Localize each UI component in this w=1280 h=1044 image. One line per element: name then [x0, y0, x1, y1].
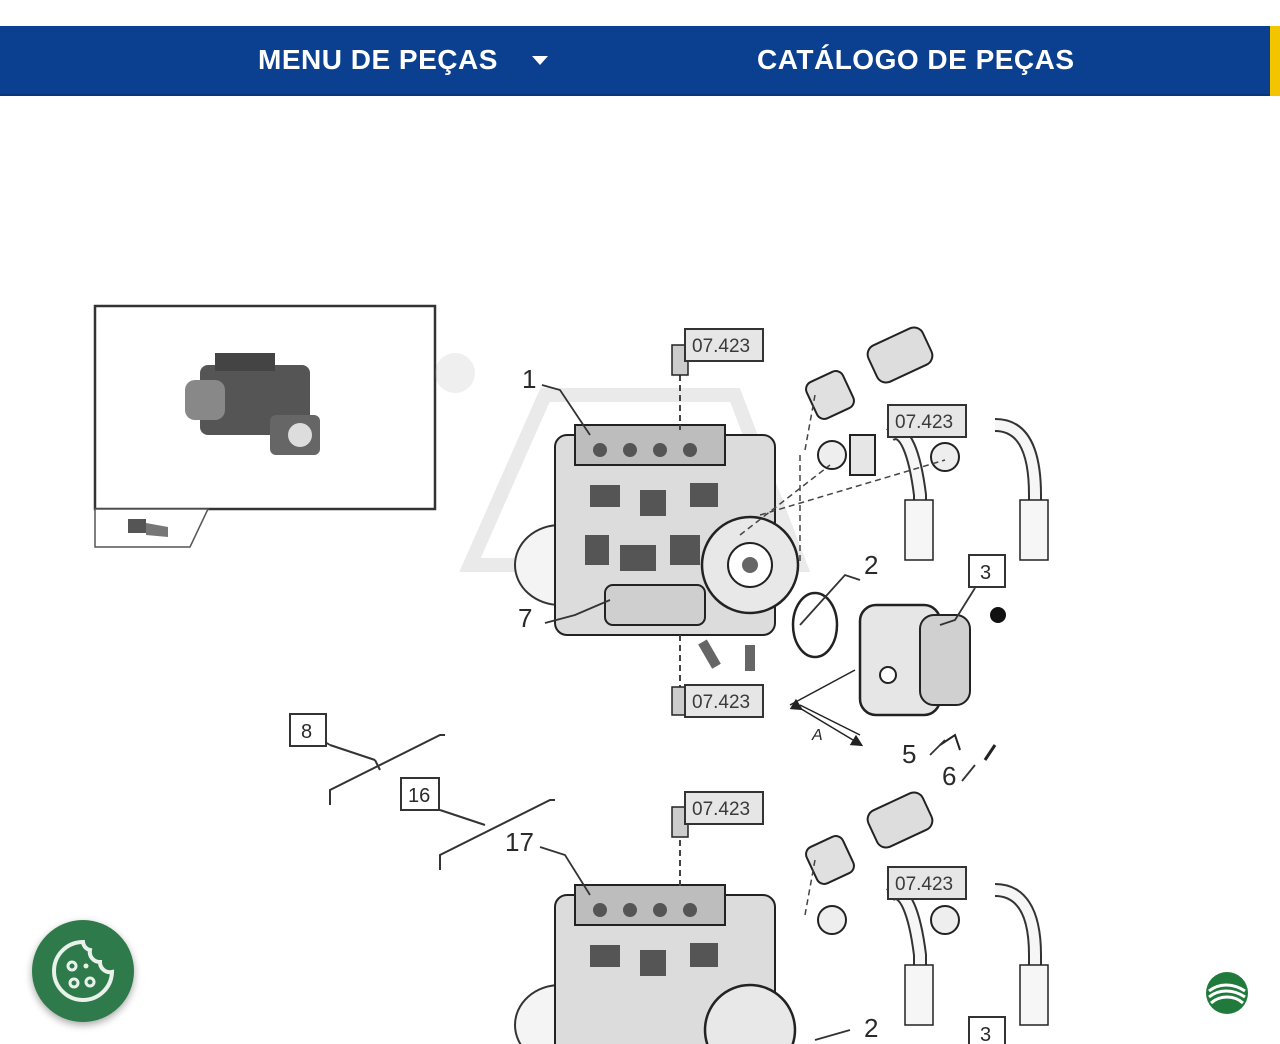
ref-code-1: 07.423 — [692, 336, 750, 357]
brand-logo-icon — [1206, 972, 1248, 1014]
callout-16-box: 16 — [400, 777, 440, 811]
watermark-logo — [435, 353, 811, 572]
ref-box-2: 07.423 — [887, 404, 967, 438]
brand-logo[interactable] — [1204, 970, 1250, 1016]
pump-thumbnail-icon — [185, 353, 320, 455]
callout-6: 6 — [942, 761, 956, 791]
view-icon — [128, 519, 168, 537]
callout-3: 3 — [980, 562, 991, 584]
callout-8: 8 — [301, 721, 312, 743]
parts-catalog-label: CATÁLOGO DE PEÇAS — [757, 44, 1075, 75]
ref-code-2: 07.423 — [895, 412, 953, 433]
callout-7: 7 — [518, 603, 532, 633]
callout-5: 5 — [902, 739, 916, 769]
parts-diagram: 1 2 3 5 6 7 8 16 17 2 3 A 07.423 — [93, 304, 1049, 1044]
ref-box-3: 07.423 — [684, 684, 764, 718]
callout-17: 17 — [505, 827, 534, 857]
bracket-parts — [329, 734, 555, 870]
callout-2-lower: 2 — [864, 1013, 878, 1043]
overview-thumbnail — [93, 304, 437, 548]
ref-box-4: 07.423 — [684, 791, 764, 825]
upper-pump-assembly — [514, 344, 800, 716]
chevron-down-icon — [531, 55, 548, 65]
gear-pump — [789, 591, 1006, 761]
callout-16: 16 — [408, 785, 430, 807]
lower-pump-assembly — [514, 791, 1049, 1044]
upper-fittings — [739, 326, 1049, 565]
ref-code-3: 07.423 — [692, 692, 750, 713]
callout-3-lower-box: 3 — [968, 1016, 1006, 1044]
top-spacer — [0, 0, 1280, 26]
parts-menu-dropdown[interactable]: MENU DE PEÇAS — [258, 26, 548, 94]
leader-lines — [324, 384, 976, 1041]
callout-labels: 1 2 3 5 6 7 8 16 17 2 3 A — [289, 364, 1006, 1044]
ref-box-1: 07.423 — [684, 328, 764, 362]
parts-navbar: MENU DE PEÇAS CATÁLOGO DE PEÇAS — [0, 26, 1280, 96]
ref-box-5: 07.423 — [887, 866, 967, 900]
ref-code-5: 07.423 — [895, 874, 953, 895]
parts-menu-label: MENU DE PEÇAS — [258, 44, 498, 75]
callout-8-box: 8 — [289, 713, 327, 747]
reference-boxes: 07.423 07.423 07.423 07.423 07.423 — [684, 328, 967, 900]
parts-catalog-link[interactable]: CATÁLOGO DE PEÇAS — [757, 26, 1075, 94]
callout-3-box: 3 — [968, 554, 1006, 588]
dimension-label: A — [811, 727, 823, 744]
ref-code-4: 07.423 — [692, 799, 750, 820]
callout-1: 1 — [522, 364, 536, 394]
cookie-settings-button[interactable] — [32, 920, 134, 1022]
callout-3-lower: 3 — [980, 1024, 991, 1044]
callout-2: 2 — [864, 550, 878, 580]
cookie-icon — [52, 939, 115, 1002]
nav-accent-bar — [1270, 26, 1280, 96]
